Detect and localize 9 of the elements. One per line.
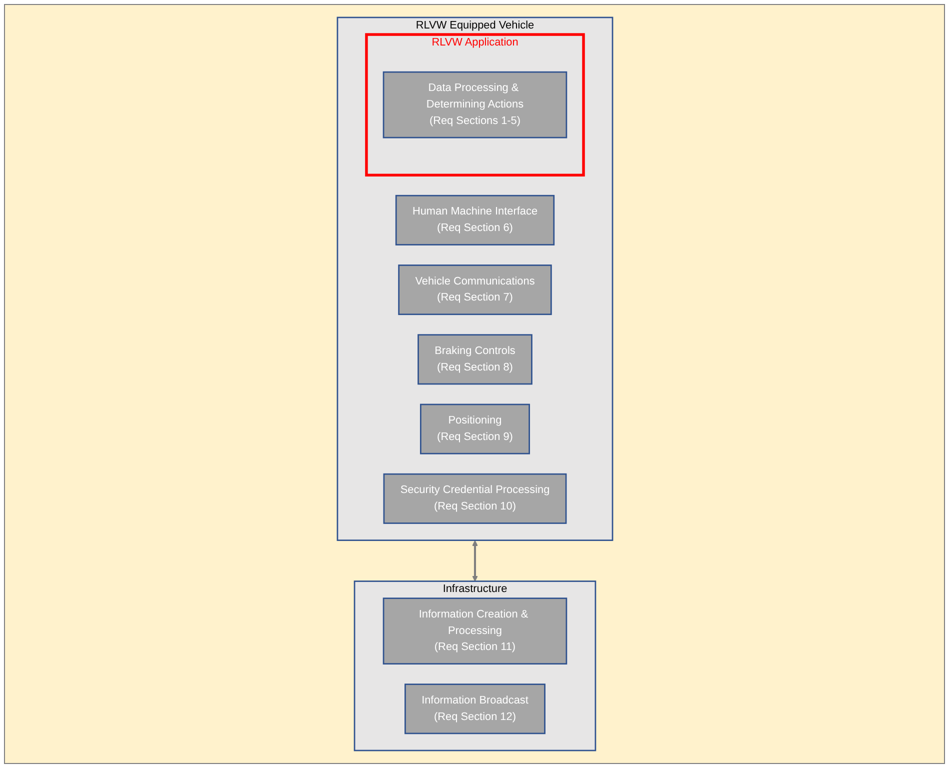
node-box: Information Broadcast (Req Section 12) — [404, 684, 545, 734]
arrow — [472, 540, 478, 582]
node-box: Vehicle Communications (Req Section 7) — [398, 264, 552, 316]
node-box: Human Machine Interface (Req Section 6) — [394, 194, 554, 246]
node-box: Positioning (Req Section 9) — [419, 404, 530, 454]
node-box: Data Processing & Determining Actions (Req Sections 1-5) — [382, 71, 567, 138]
node-box: Information Creation & Processing (Req Section 11) — [382, 598, 567, 665]
node-box: Security Credential Processing (Req Section 10) — [382, 473, 566, 524]
node-box: Braking Controls (Req Section 8) — [417, 334, 532, 385]
